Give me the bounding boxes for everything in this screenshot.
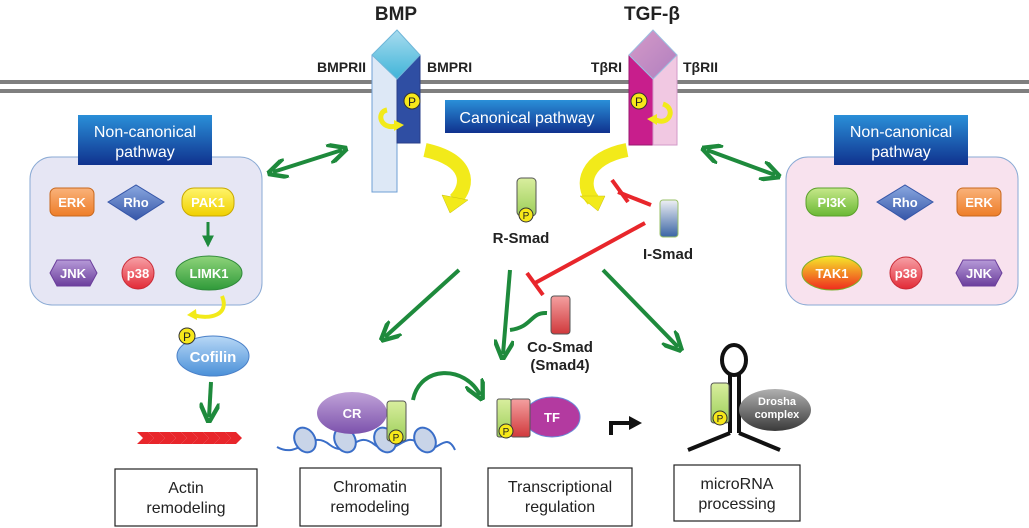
inhibition-lines <box>525 178 652 297</box>
svg-text:Drosha: Drosha <box>758 396 797 408</box>
label-bmpri: BMPRI <box>427 59 472 75</box>
svg-text:TF: TF <box>544 410 560 425</box>
node-erk: ERK <box>956 187 1002 217</box>
pri-mirna-hairpin-icon <box>687 343 781 452</box>
svg-text:P: P <box>523 211 530 222</box>
tgf-receptor-complex: P <box>628 29 678 146</box>
noncanonical-pathway-left: Non-canonical pathway ERK Rho PAK1 JNK p… <box>29 115 263 306</box>
phospho-arrow-icon <box>378 107 397 130</box>
svg-text:pathway: pathway <box>115 144 175 161</box>
smad-tf-complex: TF P <box>496 396 581 439</box>
phospho-icon <box>712 410 728 426</box>
svg-text:P: P <box>635 95 643 109</box>
outcome-actin-remodeling: Actin remodeling <box>114 468 258 527</box>
r-smad: P <box>516 177 537 223</box>
outcome-transcriptional-regulation: Transcriptional regulation <box>487 467 633 527</box>
drosha-complex: Drosha complex <box>739 389 811 431</box>
svg-text:Non-canonical: Non-canonical <box>850 124 952 141</box>
ligand-tgf-beta: TGF-β <box>624 4 680 25</box>
svg-text:processing: processing <box>698 496 775 513</box>
label-tbri: TβRI <box>591 59 622 75</box>
svg-text:Canonical pathway: Canonical pathway <box>459 110 594 127</box>
svg-text:Transcriptional: Transcriptional <box>508 479 612 496</box>
svg-text:P: P <box>503 427 510 438</box>
node-pi3k: PI3K <box>805 187 859 217</box>
phospho-icon <box>403 92 421 110</box>
svg-text:ERK: ERK <box>58 195 86 210</box>
svg-text:remodeling: remodeling <box>330 499 409 516</box>
bmp-receptor-complex: P <box>371 29 421 193</box>
node-rho: Rho <box>876 184 934 221</box>
svg-text:PI3K: PI3K <box>818 195 848 210</box>
svg-text:JNK: JNK <box>966 266 993 281</box>
bmp-ligand-diamond <box>371 29 421 80</box>
svg-text:LIMK1: LIMK1 <box>190 266 229 281</box>
svg-text:P: P <box>408 95 416 109</box>
cofilin: Cofilin P <box>176 327 250 377</box>
svg-text:remodeling: remodeling <box>146 500 225 517</box>
svg-text:Chromatin: Chromatin <box>333 479 407 496</box>
outcome-microrna-processing: microRNA processing <box>673 464 801 522</box>
receptor-to-rsmad-arrow <box>423 143 471 205</box>
noncanonical-pathway-right: Non-canonical pathway PI3K Rho ERK TAK1 … <box>785 115 1019 306</box>
svg-text:PAK1: PAK1 <box>191 195 225 210</box>
canonical-pathway-header: Canonical pathway <box>445 100 610 133</box>
svg-text:Rho: Rho <box>892 195 917 210</box>
label-tbrii: TβRII <box>683 59 718 75</box>
svg-text:TAK1: TAK1 <box>816 266 849 281</box>
r-smad-chromatin: P <box>386 400 407 445</box>
node-erk: ERK <box>49 187 95 217</box>
i-smad <box>659 199 679 238</box>
co-smad <box>550 295 571 335</box>
node-p38: p38 <box>889 256 923 290</box>
svg-text:ERK: ERK <box>965 195 993 210</box>
svg-text:Rho: Rho <box>123 195 148 210</box>
transcription-start-arrow-icon <box>609 416 642 435</box>
svg-text:pathway: pathway <box>871 144 931 161</box>
co-smad-label-2: (Smad4) <box>530 357 589 374</box>
svg-text:p38: p38 <box>895 266 917 281</box>
phospho-arrow-icon <box>655 101 673 124</box>
ligand-bmp: BMP <box>375 4 418 25</box>
svg-text:Non-canonical: Non-canonical <box>94 124 196 141</box>
svg-text:CR: CR <box>343 406 362 421</box>
svg-text:microRNA: microRNA <box>701 476 774 493</box>
phospho-icon <box>388 429 404 445</box>
chromatin-icon <box>276 426 456 454</box>
node-jnk: JNK <box>49 259 98 287</box>
phospho-icon <box>518 207 534 223</box>
chromatin-remodeler-cr: CR <box>317 392 387 434</box>
node-jnk: JNK <box>955 259 1003 287</box>
co-smad-label: Co-Smad <box>527 339 593 356</box>
svg-text:p38: p38 <box>127 266 149 281</box>
svg-text:Actin: Actin <box>168 480 204 497</box>
cell-membrane <box>0 80 1029 93</box>
node-limk1: LIMK1 <box>175 255 243 291</box>
r-smad-drosha: P <box>710 382 730 426</box>
receptor-to-rsmad-arrow <box>579 143 629 205</box>
node-tak1: TAK1 <box>801 255 863 291</box>
r-smad-label: R-Smad <box>493 230 550 247</box>
phospho-icon <box>498 423 514 439</box>
svg-text:JNK: JNK <box>60 266 87 281</box>
actin-filament-icon <box>137 432 242 444</box>
svg-text:P: P <box>393 433 400 444</box>
svg-text:regulation: regulation <box>525 499 595 516</box>
tgf-ligand-diamond <box>628 29 678 80</box>
node-pak1: PAK1 <box>181 187 235 217</box>
outcome-chromatin-remodeling: Chromatin remodeling <box>299 467 442 527</box>
svg-text:Cofilin: Cofilin <box>190 349 237 366</box>
phospho-arrow-icon <box>192 295 226 319</box>
node-rho: Rho <box>107 184 165 221</box>
activation-arrows <box>209 150 775 417</box>
node-p38: p38 <box>121 256 155 290</box>
i-smad-label: I-Smad <box>643 246 693 263</box>
svg-text:complex: complex <box>755 409 801 421</box>
svg-text:P: P <box>717 414 724 425</box>
label-bmprii: BMPRII <box>317 59 366 75</box>
svg-text:P: P <box>183 330 191 344</box>
phospho-icon <box>630 92 648 110</box>
phospho-icon <box>178 327 196 345</box>
